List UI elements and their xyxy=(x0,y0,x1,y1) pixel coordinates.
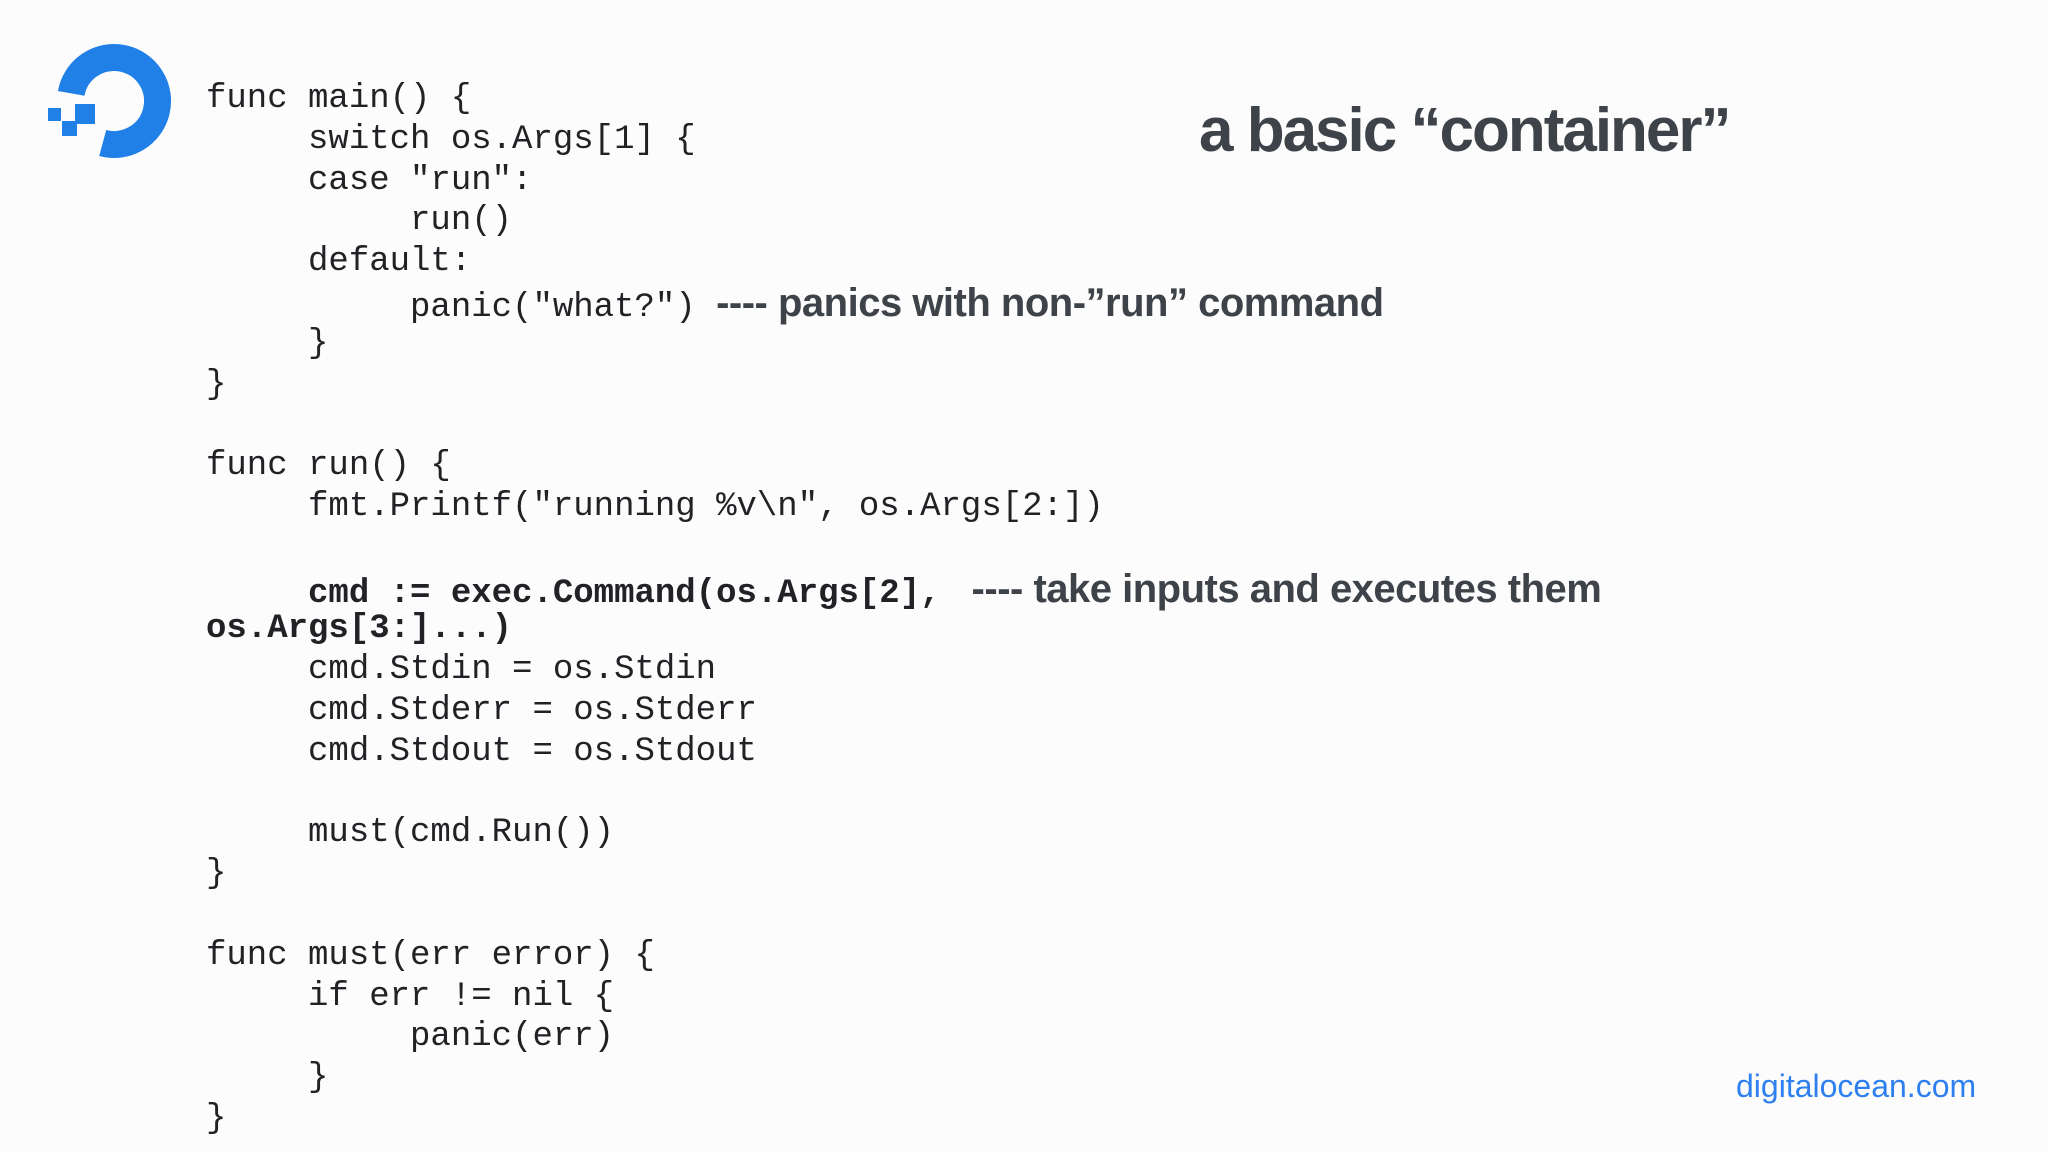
code-line: } xyxy=(206,1099,1601,1140)
code-segment: must(cmd.Run()) xyxy=(206,814,615,853)
code-line: } xyxy=(206,1058,1601,1099)
code-line: } xyxy=(206,854,1601,895)
code-segment: os.Args[3:]...) xyxy=(206,610,513,649)
code-segment: fmt.Printf("running %v\n", os.Args[2:]) xyxy=(206,487,1104,526)
code-line: } xyxy=(206,324,1601,365)
code-line: default: xyxy=(206,242,1601,283)
code-line: func run() { xyxy=(206,446,1601,487)
code-line: func must(err error) { xyxy=(206,936,1601,977)
code-segment: panic("what?") xyxy=(206,288,717,327)
digitalocean-logo-icon xyxy=(48,44,171,158)
code-segment: func run() { xyxy=(206,447,451,486)
code-line: func main() { xyxy=(206,79,1601,120)
code-segment: run() xyxy=(206,202,513,241)
code-segment: } xyxy=(206,1099,227,1138)
code-line: } xyxy=(206,365,1601,406)
code-segment: if err != nil { xyxy=(206,977,615,1016)
code-line: case "run": xyxy=(206,161,1601,202)
code-segment: panic(err) xyxy=(206,1018,615,1057)
code-line: cmd.Stdout = os.Stdout xyxy=(206,732,1601,773)
code-line xyxy=(206,773,1601,814)
code-line: fmt.Printf("running %v\n", os.Args[2:]) xyxy=(206,487,1601,528)
code-line: cmd.Stderr = os.Stderr xyxy=(206,691,1601,732)
code-segment: func must(err error) { xyxy=(206,936,655,975)
code-segment: cmd := exec.Command(os.Args[2], xyxy=(206,574,961,613)
code-line: cmd.Stdin = os.Stdin xyxy=(206,650,1601,691)
code-segment: } xyxy=(206,1059,329,1098)
code-annotation: ---- panics with non-”run” command xyxy=(716,280,1384,325)
code-segment: } xyxy=(206,365,227,404)
code-line: panic("what?") ---- panics with non-”run… xyxy=(206,280,1601,327)
code-segment: cmd.Stdout = os.Stdout xyxy=(206,732,757,771)
code-segment: switch os.Args[1] { xyxy=(206,120,696,159)
code-line: panic(err) xyxy=(206,1017,1601,1058)
code-segment: case "run": xyxy=(206,161,533,200)
code-line: switch os.Args[1] { xyxy=(206,120,1601,161)
footer-link: digitalocean.com xyxy=(1736,1068,1977,1104)
code-line: must(cmd.Run()) xyxy=(206,813,1601,854)
code-line xyxy=(206,895,1601,936)
code-annotation: ---- take inputs and executes them xyxy=(960,566,1602,611)
code-segment: cmd.Stderr = os.Stderr xyxy=(206,691,757,730)
code-line: run() xyxy=(206,201,1601,242)
code-line: os.Args[3:]...) xyxy=(206,609,1601,650)
code-line xyxy=(206,528,1601,569)
code-segment: } xyxy=(206,324,329,363)
code-segment: func main() { xyxy=(206,80,472,118)
code-segment: cmd.Stdin = os.Stdin xyxy=(206,651,717,690)
code-line xyxy=(206,405,1601,446)
code-line: cmd := exec.Command(os.Args[2], ---- tak… xyxy=(206,566,1602,613)
code-segment: } xyxy=(206,855,227,894)
slide-title: a basic “container” xyxy=(1199,96,1732,165)
code-segment: default: xyxy=(206,243,472,282)
code-line: if err != nil { xyxy=(206,977,1601,1018)
code-block: func main() { switch os.Args[1] { case "… xyxy=(206,79,1602,1140)
